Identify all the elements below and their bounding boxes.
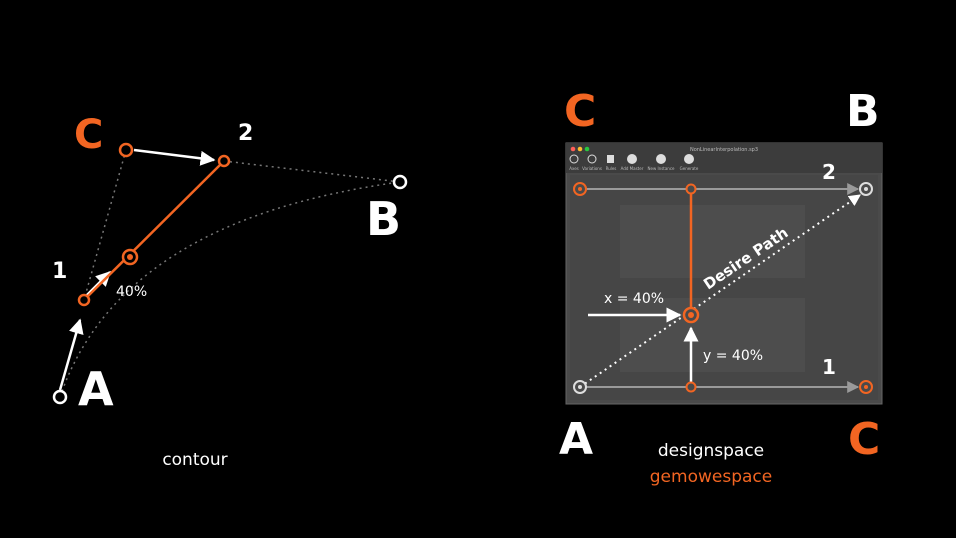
point-a-right-dot: [578, 385, 582, 389]
label-c-top: C: [564, 86, 596, 137]
generate-icon: [684, 154, 694, 164]
label-b-right: B: [846, 86, 880, 137]
toolbar-generate-label: Generate: [680, 166, 699, 171]
point-top-mid: [685, 183, 697, 195]
label-a-right: A: [559, 414, 593, 465]
toolbar-axes-label: Axes: [569, 166, 579, 171]
desire-path-arrow: [579, 194, 861, 388]
axes-tool-button[interactable]: Axes: [569, 154, 579, 171]
close-dot-icon[interactable]: [570, 146, 576, 152]
label-c-bottom: C: [848, 414, 880, 465]
point-b: [392, 174, 408, 190]
label-40-percent: 40%: [116, 284, 147, 300]
label-1-right: 1: [822, 355, 836, 379]
point-2: [217, 154, 231, 168]
window-titlebar: [566, 143, 882, 173]
dotted-curve: [59, 181, 401, 398]
arrow-1-up: [85, 270, 112, 297]
point-c: [118, 142, 134, 158]
axes-icon: [569, 154, 579, 164]
contour-diagram: A B C 1 2 40%: [52, 112, 408, 416]
orange-segment: [83, 160, 225, 301]
point-40-inner: [127, 254, 133, 260]
faint-panel-top: [620, 205, 805, 278]
contour-caption: contour: [162, 450, 228, 470]
y-label: y = 40%: [703, 348, 763, 364]
arrow-c-2: [133, 148, 216, 166]
point-c-top-right-dot: [578, 187, 582, 191]
generate-tool-button[interactable]: Generate: [680, 154, 699, 171]
label-c: C: [74, 112, 103, 158]
designspace-caption: designspace: [657, 441, 765, 461]
label-a: A: [78, 362, 114, 416]
new-instance-tool-button[interactable]: New Instance: [647, 154, 675, 171]
variations-tool-button[interactable]: Variations: [582, 154, 602, 171]
point-c-bottom-right-dot: [864, 385, 868, 389]
rules-icon: [607, 155, 614, 163]
toolbar-rules-label: Rules: [606, 166, 617, 171]
toolbar-new-instance-label: New Instance: [647, 166, 675, 171]
new-instance-icon: [656, 154, 666, 164]
zoom-dot-icon[interactable]: [584, 146, 590, 152]
arrow-a-up: [58, 318, 84, 391]
label-1: 1: [52, 259, 67, 284]
label-2: 2: [238, 121, 253, 146]
label-b: B: [366, 192, 401, 246]
point-center-inner: [688, 312, 694, 318]
x-label: x = 40%: [604, 291, 664, 307]
minimize-dot-icon[interactable]: [577, 146, 583, 152]
dotted-guide-c-1: [83, 149, 127, 301]
toolbar-variations-label: Variations: [582, 166, 602, 171]
point-b-right-dot: [864, 187, 868, 191]
add-master-icon: [627, 154, 637, 164]
variations-icon: [587, 154, 597, 164]
window-title: NonLinearInterpolation.sp3: [690, 147, 758, 153]
point-bottom-mid: [685, 381, 697, 393]
label-2-right: 2: [822, 160, 836, 184]
toolbar: Axes Variations Rules Add Master New Ins…: [569, 154, 699, 171]
toolbar-add-master-label: Add Master: [621, 166, 644, 171]
point-1: [77, 293, 91, 307]
add-master-tool-button[interactable]: Add Master: [621, 154, 644, 171]
gemowespace-caption: gemowespace: [649, 467, 773, 487]
point-a: [52, 389, 68, 405]
faint-panel-bottom: [620, 298, 805, 372]
rules-tool-button[interactable]: Rules: [606, 155, 617, 171]
dotted-guide-2-b: [223, 160, 401, 183]
designspace-diagram: NonLinearInterpolation.sp3 Axes Variatio…: [559, 86, 883, 465]
